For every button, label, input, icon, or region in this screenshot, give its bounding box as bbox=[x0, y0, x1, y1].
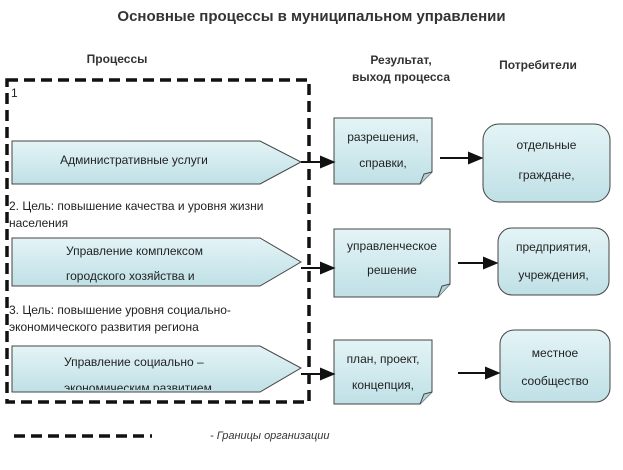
process-label-1: Административные услуги bbox=[60, 153, 208, 167]
result-line: разрешения, bbox=[347, 130, 419, 144]
consumer-box-3 bbox=[499, 329, 611, 403]
goal-3: 3. Цель: повышение уровня социально- эко… bbox=[9, 302, 309, 336]
consumer-label-1: отдельные граждане, bbox=[483, 130, 610, 190]
goal-line: 2. Цель: повышение качества и уровня жиз… bbox=[9, 199, 264, 213]
process-arrow-3 bbox=[11, 345, 303, 393]
consumer-line: граждане, bbox=[518, 168, 575, 182]
consumer-box-1 bbox=[482, 123, 611, 203]
result-line: концепция, bbox=[351, 378, 414, 392]
result-label-1: разрешения, справки, bbox=[334, 124, 432, 176]
result-box-2 bbox=[333, 228, 451, 298]
result-line: план, проект, bbox=[346, 352, 420, 366]
process-line: Управление комплексом bbox=[66, 244, 203, 258]
result-line: управленческое bbox=[347, 239, 437, 253]
result-box-3 bbox=[333, 339, 433, 405]
consumer-label-3: местное сообщество bbox=[500, 339, 610, 395]
consumer-line: сообщество bbox=[521, 374, 589, 388]
column-header-result: Результат, выход процесса bbox=[351, 53, 451, 84]
column-header-consumers: Потребители bbox=[499, 58, 577, 72]
consumer-line: предприятия, bbox=[516, 240, 591, 254]
result-label-3: план, проект, концепция, bbox=[334, 346, 432, 398]
process-arrow-1 bbox=[11, 140, 303, 185]
consumer-line: отдельные bbox=[516, 138, 577, 152]
organization-boundary bbox=[5, 78, 311, 404]
result-box-1 bbox=[333, 117, 433, 185]
process-line: Управление социально – bbox=[64, 355, 204, 369]
goal-line: 3. Цель: повышение уровня социально- bbox=[9, 303, 231, 317]
row-number-1: 1 bbox=[11, 86, 18, 100]
result-line: решение bbox=[367, 263, 417, 277]
diagram-title: Основные процессы в муниципальном управл… bbox=[117, 8, 506, 25]
consumer-line: учреждения, bbox=[518, 268, 589, 282]
process-label-3: Управление социально – экономическим раз… bbox=[64, 349, 264, 390]
consumer-label-2: предприятия, учреждения, bbox=[498, 233, 609, 289]
goal-line: экономического развития региона bbox=[9, 320, 199, 334]
goal-line: населения bbox=[9, 216, 69, 230]
consumer-line: местное bbox=[531, 346, 579, 360]
column-header-processes: Процессы bbox=[86, 52, 148, 66]
process-line: экономическим развитием bbox=[64, 381, 212, 390]
result-label-2: управленческое решение bbox=[334, 234, 450, 282]
goal-2: 2. Цель: повышение качества и уровня жиз… bbox=[9, 198, 309, 232]
consumer-box-2 bbox=[497, 227, 610, 296]
process-label-2: Управление комплексом городского хозяйст… bbox=[66, 239, 266, 285]
result-line: справки, bbox=[359, 156, 407, 170]
process-arrow-2 bbox=[11, 237, 302, 287]
legend-label: - Границы организации bbox=[210, 430, 330, 442]
process-line: городского хозяйства и bbox=[66, 269, 195, 283]
